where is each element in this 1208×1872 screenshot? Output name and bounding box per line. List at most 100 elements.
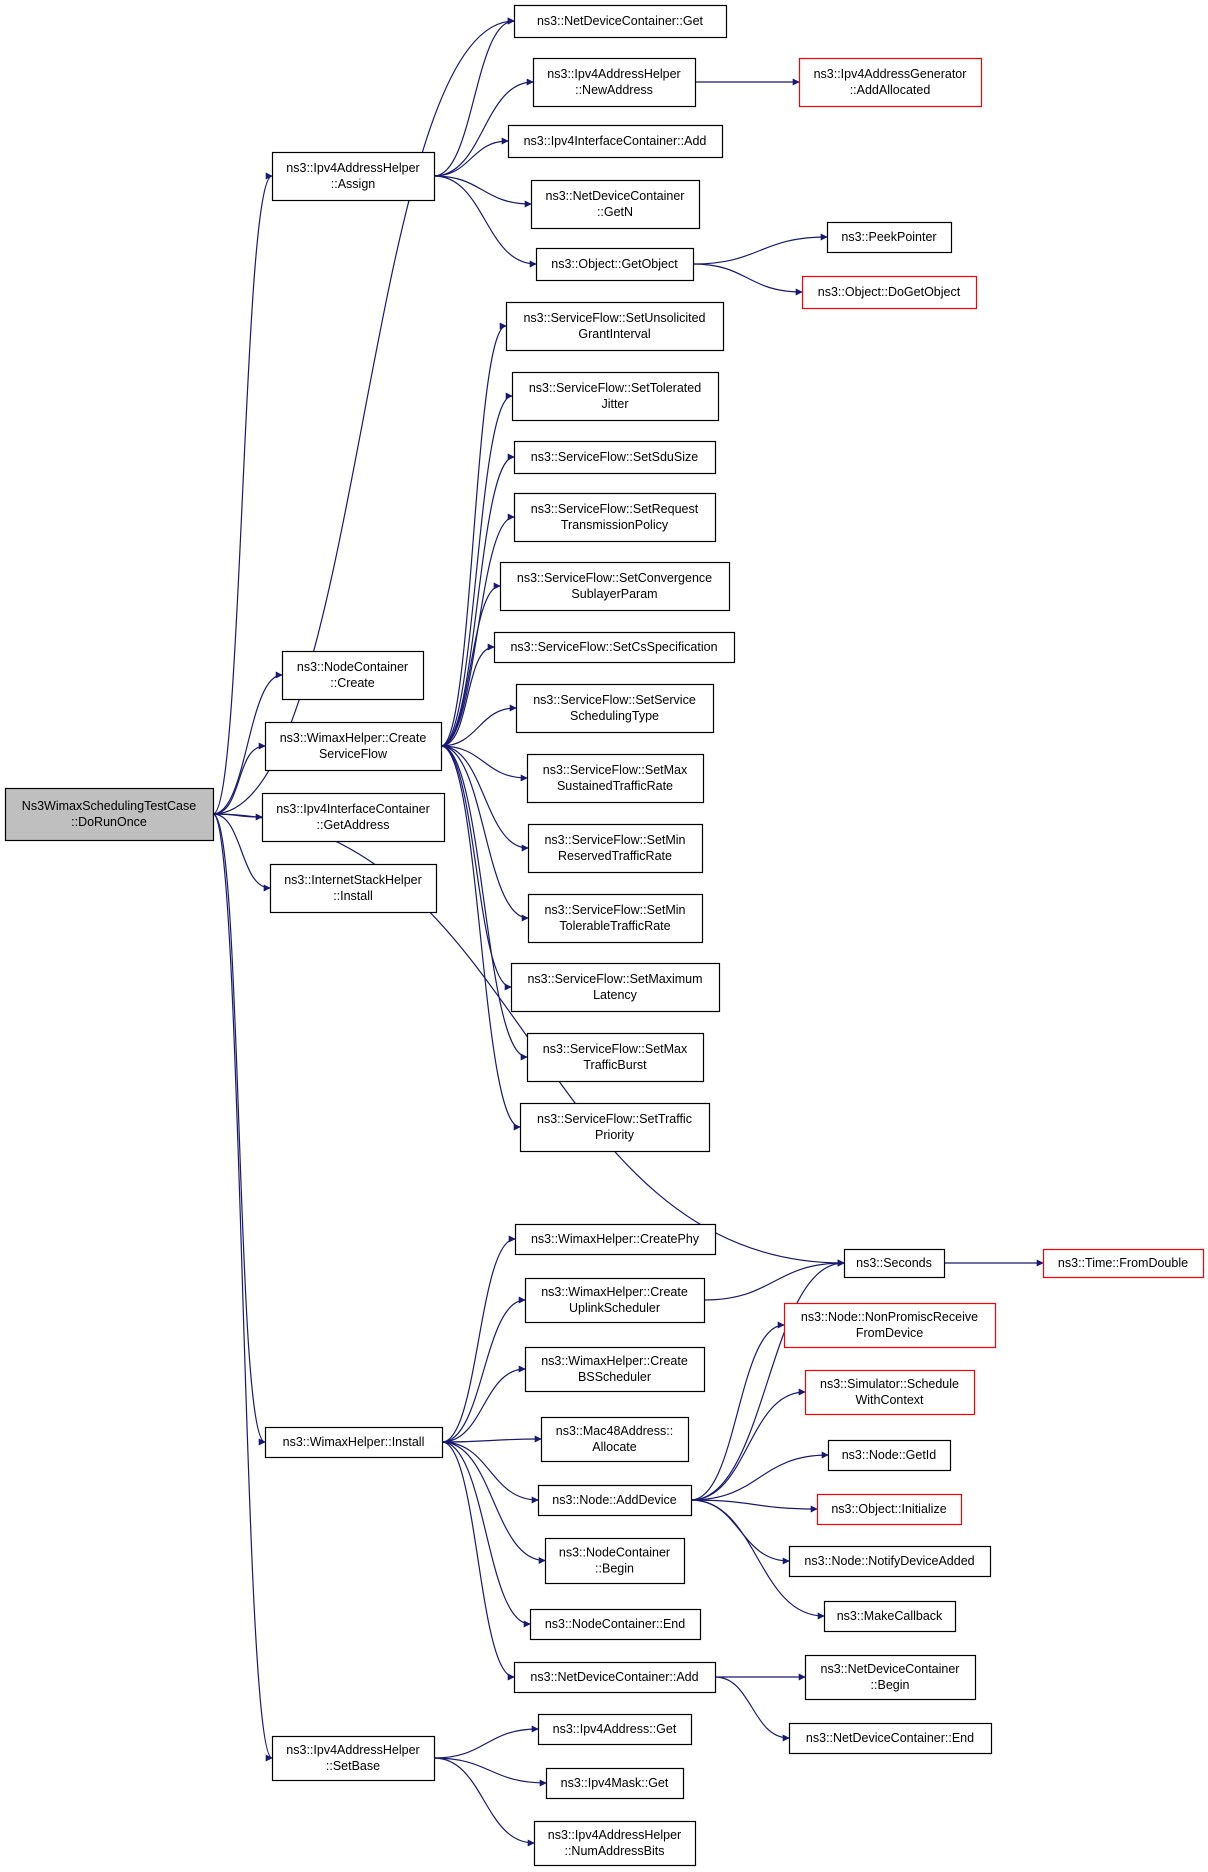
node-label-line: BSScheduler — [578, 1370, 651, 1384]
node-box — [527, 893, 704, 944]
node-fromDouble[interactable]: ns3::Time::FromDouble — [1042, 1248, 1205, 1279]
node-box — [513, 492, 717, 543]
node-objInit[interactable]: ns3::Object::Initialize — [816, 1493, 963, 1526]
node-label-line: TrafficBurst — [583, 1058, 647, 1072]
node-notifyDevAdded[interactable]: ns3::Node::NotifyDeviceAdded — [788, 1545, 992, 1578]
node-sfRequest[interactable]: ns3::ServiceFlow::SetRequestTransmission… — [513, 492, 717, 543]
node-ipv4MaskGet[interactable]: ns3::Ipv4Mask::Get — [545, 1767, 685, 1800]
node-box — [783, 1302, 997, 1349]
nodes-layer: Ns3WimaxSchedulingTestCase::DoRunOncens3… — [4, 4, 1205, 1867]
node-setBase[interactable]: ns3::Ipv4AddressHelper::SetBase — [271, 1735, 436, 1782]
node-label-line: ns3::Ipv4AddressHelper — [548, 1828, 681, 1842]
node-label-line: ns3::ServiceFlow::SetMax — [543, 1042, 688, 1056]
node-label-line: ns3::ServiceFlow::SetUnsolicited — [523, 311, 705, 325]
edge-createSF-to-sfJitter — [440, 392, 513, 747]
node-sfMinReserved[interactable]: ns3::ServiceFlow::SetMinReservedTrafficR… — [527, 823, 704, 874]
node-label-line: Latency — [593, 988, 638, 1002]
edge-createSF-to-sfPriority — [440, 745, 521, 1131]
node-sfMaxSustained[interactable]: ns3::ServiceFlow::SetMaxSustainedTraffic… — [526, 753, 705, 804]
edges-layer — [212, 17, 1044, 1847]
node-root[interactable]: Ns3WimaxSchedulingTestCase::DoRunOnce — [4, 787, 215, 842]
edge-ndcAdd-to-ndcEnd — [714, 1676, 790, 1742]
node-peekPointer[interactable]: ns3::PeekPointer — [826, 221, 953, 254]
node-ndcEnd[interactable]: ns3::NetDeviceContainer::End — [788, 1722, 993, 1755]
node-label-line: ns3::PeekPointer — [841, 230, 936, 244]
node-box — [826, 221, 953, 254]
node-getId[interactable]: ns3::Node::GetId — [827, 1439, 952, 1472]
node-label-line: TransmissionPolicy — [561, 518, 669, 532]
node-seconds[interactable]: ns3::Seconds — [843, 1248, 946, 1279]
node-ipv4Assign[interactable]: ns3::Ipv4AddressHelper::Assign — [271, 151, 436, 202]
node-label-line: ReservedTrafficRate — [558, 849, 672, 863]
edge-root-to-ncCreate — [212, 671, 283, 815]
edge-createSF-to-sfMaxLatency — [440, 745, 512, 991]
node-macAllocate[interactable]: ns3::Mac48Address::Allocate — [540, 1416, 690, 1463]
edge-wimaxInstall-to-ncEnd — [441, 1441, 531, 1628]
edge-ipv4Assign-to-ndcGet — [433, 17, 515, 177]
edge-createSF-to-sfUnsolicited — [440, 322, 507, 747]
node-box — [281, 650, 425, 701]
node-box — [524, 1346, 706, 1393]
node-doGetObject[interactable]: ns3::Object::DoGetObject — [801, 275, 978, 310]
edge-root-to-setBase — [212, 813, 273, 1762]
node-ndcAdd[interactable]: ns3::NetDeviceContainer::Add — [513, 1661, 717, 1694]
node-ndcGetN[interactable]: ns3::NetDeviceContainer::GetN — [530, 179, 701, 230]
node-label-line: ns3::WimaxHelper::Create — [541, 1354, 688, 1368]
node-label-line: ns3::WimaxHelper::Create — [541, 1285, 688, 1299]
node-createPhy[interactable]: ns3::WimaxHelper::CreatePhy — [514, 1223, 717, 1256]
node-ndcGet[interactable]: ns3::NetDeviceContainer::Get — [513, 4, 728, 39]
node-makeCallback[interactable]: ns3::MakeCallback — [823, 1600, 957, 1633]
node-wimaxInstall[interactable]: ns3::WimaxHelper::Install — [264, 1426, 444, 1459]
node-label-line: ::SetBase — [326, 1759, 380, 1773]
node-isInstall[interactable]: ns3::InternetStackHelper::Install — [269, 863, 438, 914]
node-addAllocated[interactable]: ns3::Ipv4AddressGenerator::AddAllocated — [798, 57, 983, 108]
node-label-line: ns3::NetDeviceContainer — [546, 189, 685, 203]
node-label-line: ns3::Ipv4InterfaceContainer::Add — [524, 134, 707, 148]
node-getObject[interactable]: ns3::Object::GetObject — [535, 247, 695, 282]
node-addDevice[interactable]: ns3::Node::AddDevice — [537, 1484, 693, 1517]
edge-addDevice-to-getId — [690, 1451, 829, 1501]
node-box — [545, 1767, 685, 1800]
node-sfCs[interactable]: ns3::ServiceFlow::SetCsSpecification — [493, 631, 736, 664]
edge-addDevice-to-objInit — [690, 1499, 818, 1513]
node-sfSdu[interactable]: ns3::ServiceFlow::SetSduSize — [513, 440, 717, 475]
node-label-line: ::AddAllocated — [850, 83, 931, 97]
node-sfConvergence[interactable]: ns3::ServiceFlow::SetConvergenceSublayer… — [499, 561, 731, 612]
node-sfUnsolicited[interactable]: ns3::ServiceFlow::SetUnsolicitedGrantInt… — [505, 301, 725, 352]
node-label-line: ns3::Ipv4AddressGenerator — [814, 67, 967, 81]
edge-createUplink-to-seconds — [703, 1259, 845, 1301]
node-box — [788, 1545, 992, 1578]
edge-createSF-to-sfCs — [440, 643, 495, 747]
node-newAddress[interactable]: ns3::Ipv4AddressHelper::NewAddress — [532, 57, 697, 108]
node-numAddrBits[interactable]: ns3::Ipv4AddressHelper::NumAddressBits — [533, 1820, 697, 1867]
node-ipv4AddrGet[interactable]: ns3::Ipv4Address::Get — [537, 1713, 693, 1746]
edge-createSF-to-sfService — [440, 704, 517, 747]
node-label-line: ns3::ServiceFlow::SetMaximum — [527, 972, 702, 986]
node-ipv4IcAdd[interactable]: ns3::Ipv4InterfaceContainer::Add — [507, 124, 724, 159]
edge-wimaxInstall-to-createBS — [441, 1365, 526, 1443]
node-label-line: ns3::ServiceFlow::SetTraffic — [537, 1112, 692, 1126]
node-label-line: ns3::ServiceFlow::SetConvergence — [517, 571, 712, 585]
node-ndcBegin[interactable]: ns3::NetDeviceContainer::Begin — [804, 1654, 977, 1701]
node-ncBegin[interactable]: ns3::NodeContainer::Begin — [544, 1537, 686, 1585]
node-sfMinTolerable[interactable]: ns3::ServiceFlow::SetMinTolerableTraffic… — [527, 893, 704, 944]
node-box — [513, 4, 728, 39]
node-ncEnd[interactable]: ns3::NodeContainer::End — [529, 1608, 702, 1641]
node-label-line: ns3::ServiceFlow::SetCsSpecification — [510, 640, 717, 654]
node-icGetAddress[interactable]: ns3::Ipv4InterfaceContainer::GetAddress — [261, 792, 446, 843]
edge-getObject-to-doGetObject — [692, 263, 803, 296]
node-box — [269, 863, 438, 914]
node-label-line: ns3::Ipv4InterfaceContainer — [276, 802, 430, 816]
edge-root-to-wimaxInstall — [212, 813, 266, 1446]
node-ncCreate[interactable]: ns3::NodeContainer::Create — [281, 650, 425, 701]
node-sfService[interactable]: ns3::ServiceFlow::SetServiceSchedulingTy… — [515, 683, 715, 734]
